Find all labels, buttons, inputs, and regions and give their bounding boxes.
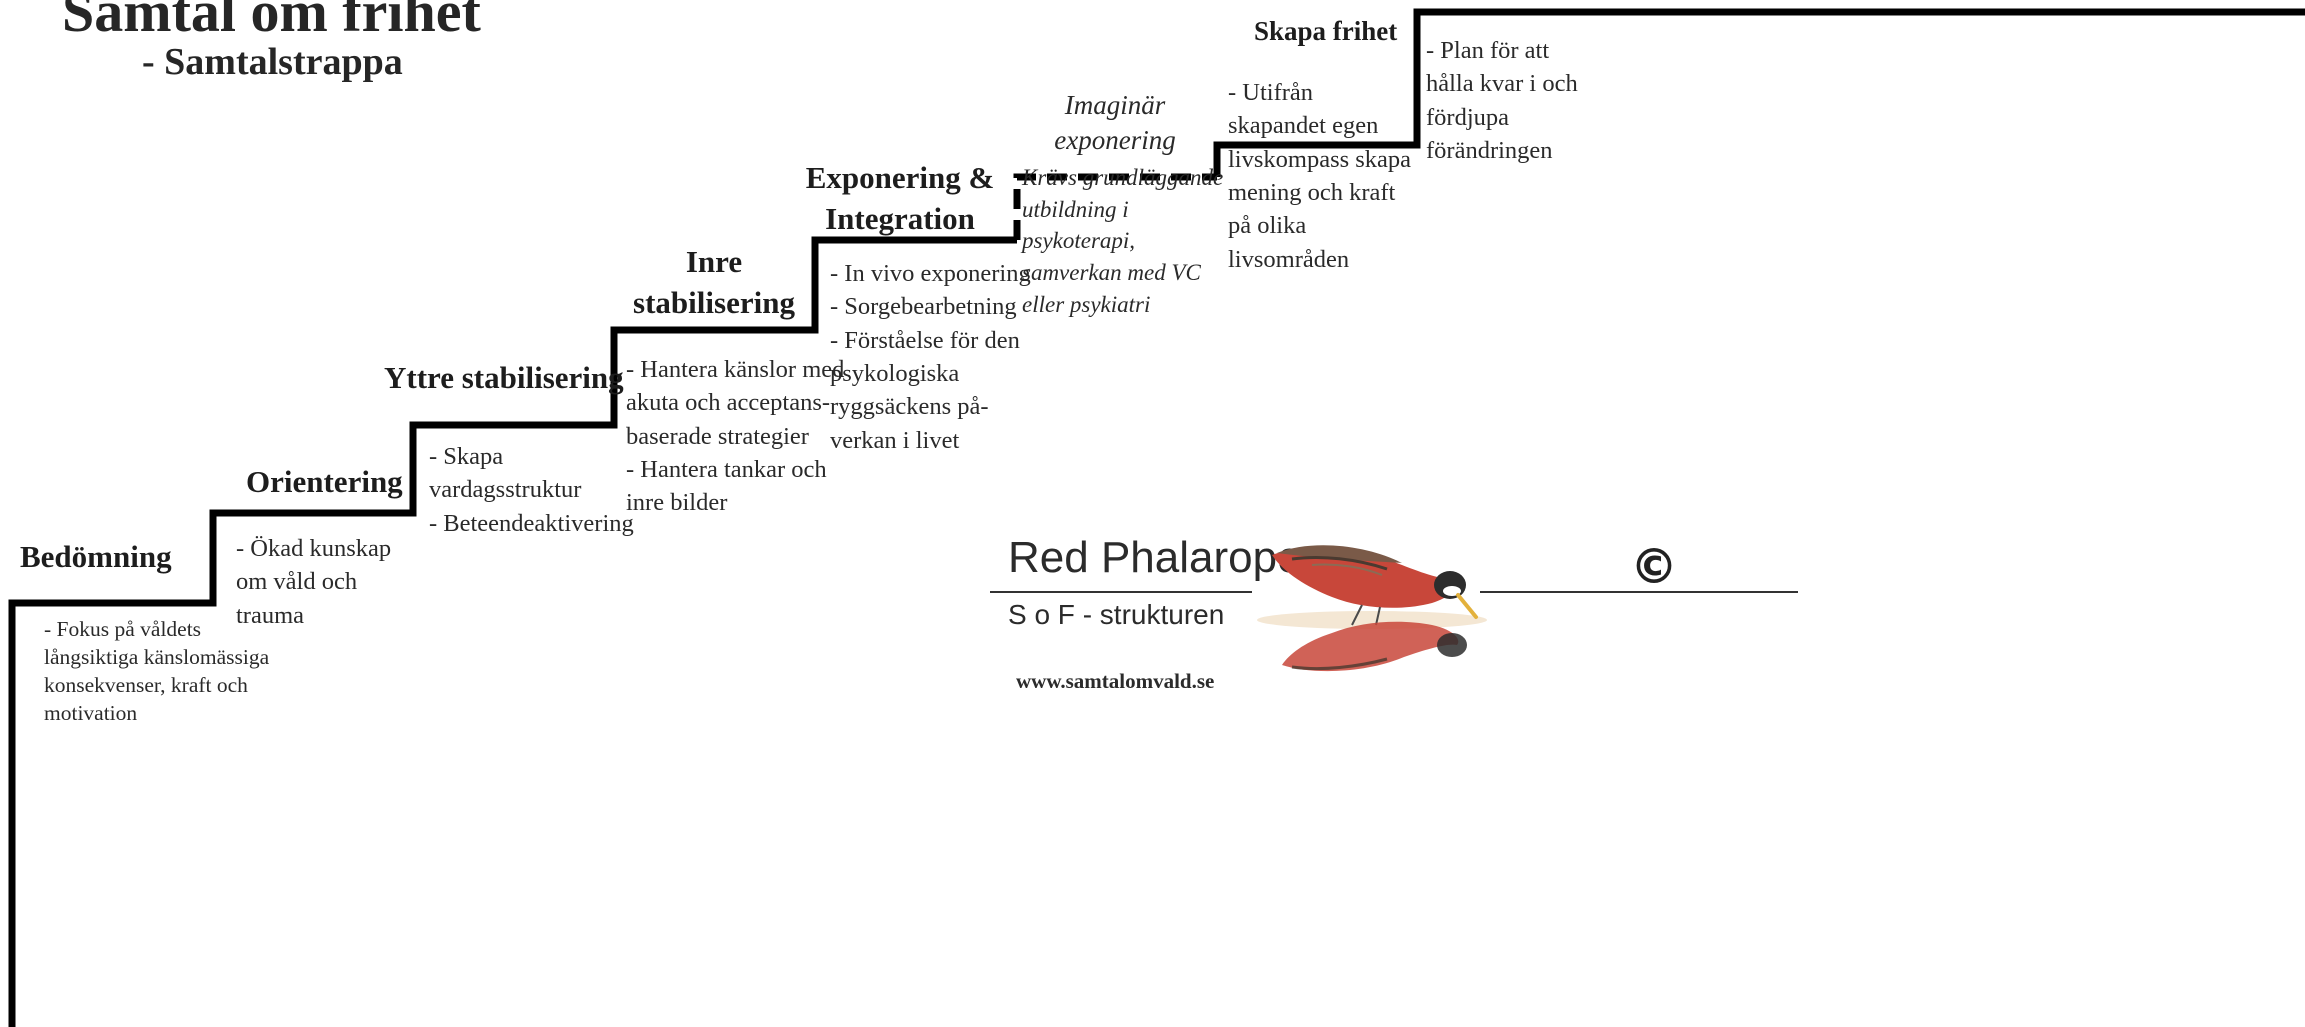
step-body-orientering: - Ökad kunskap om våld och trauma [236,535,392,629]
step-body-imaginar-exponering: Krävs grundläggande utbildning i psykote… [1022,165,1224,317]
step-heading-yttre-stabilisering: Yttre stabilisering [384,360,624,395]
phalarope-bird-icon [1257,545,1487,672]
step-body-skapa-frihet: - Utifrån skapandet egen livskompass ska… [1228,79,1412,273]
stair-line-solid-top [1213,8,2305,177]
step-body-inre-stabilisering: - Hantera känslor med akuta och acceptan… [626,356,845,517]
step-body-plan: - Plan för att hålla kvar i och fördjupa… [1426,37,1578,164]
step-heading-bedomning: Bedömning [20,539,172,574]
stair-line-dashed [1013,173,1217,240]
page-title: Samtal om frihet [62,0,481,44]
step-heading-inre-stabilisering: Inre stabilisering [633,244,795,320]
step-body-exponering-integration: - In vivo exponering - Sorgebearbetning … [830,260,1031,454]
logo-tagline: S o F - strukturen [1008,599,1225,630]
step-body-bedomning: - Fokus på våldets långsiktiga känslomäs… [44,617,270,725]
copyright-icon: © [1630,539,1678,595]
logo-title: Red Phalarope [1008,533,1302,582]
step-heading-imaginar-exponering: Imaginär exponering [1054,90,1176,156]
step-heading-orientering: Orientering [246,464,403,499]
logo-block: Red Phalarope S o F - strukturen www.sam… [990,525,1820,1025]
logo-divider-left [990,591,1252,593]
step-heading-exponering-integration: Exponering & Integration [805,160,995,236]
stair-line-solid [8,236,1017,1027]
logo-url: www.samtalomvald.se [1016,669,1215,693]
page-subtitle: - Samtalstrappa [142,41,403,83]
step-body-yttre-stabilisering: - Skapa vardagsstruktur - Beteendeaktive… [429,443,634,537]
logo-divider-right [1480,591,1798,593]
step-heading-skapa-frihet: Skapa frihet [1254,16,1398,46]
